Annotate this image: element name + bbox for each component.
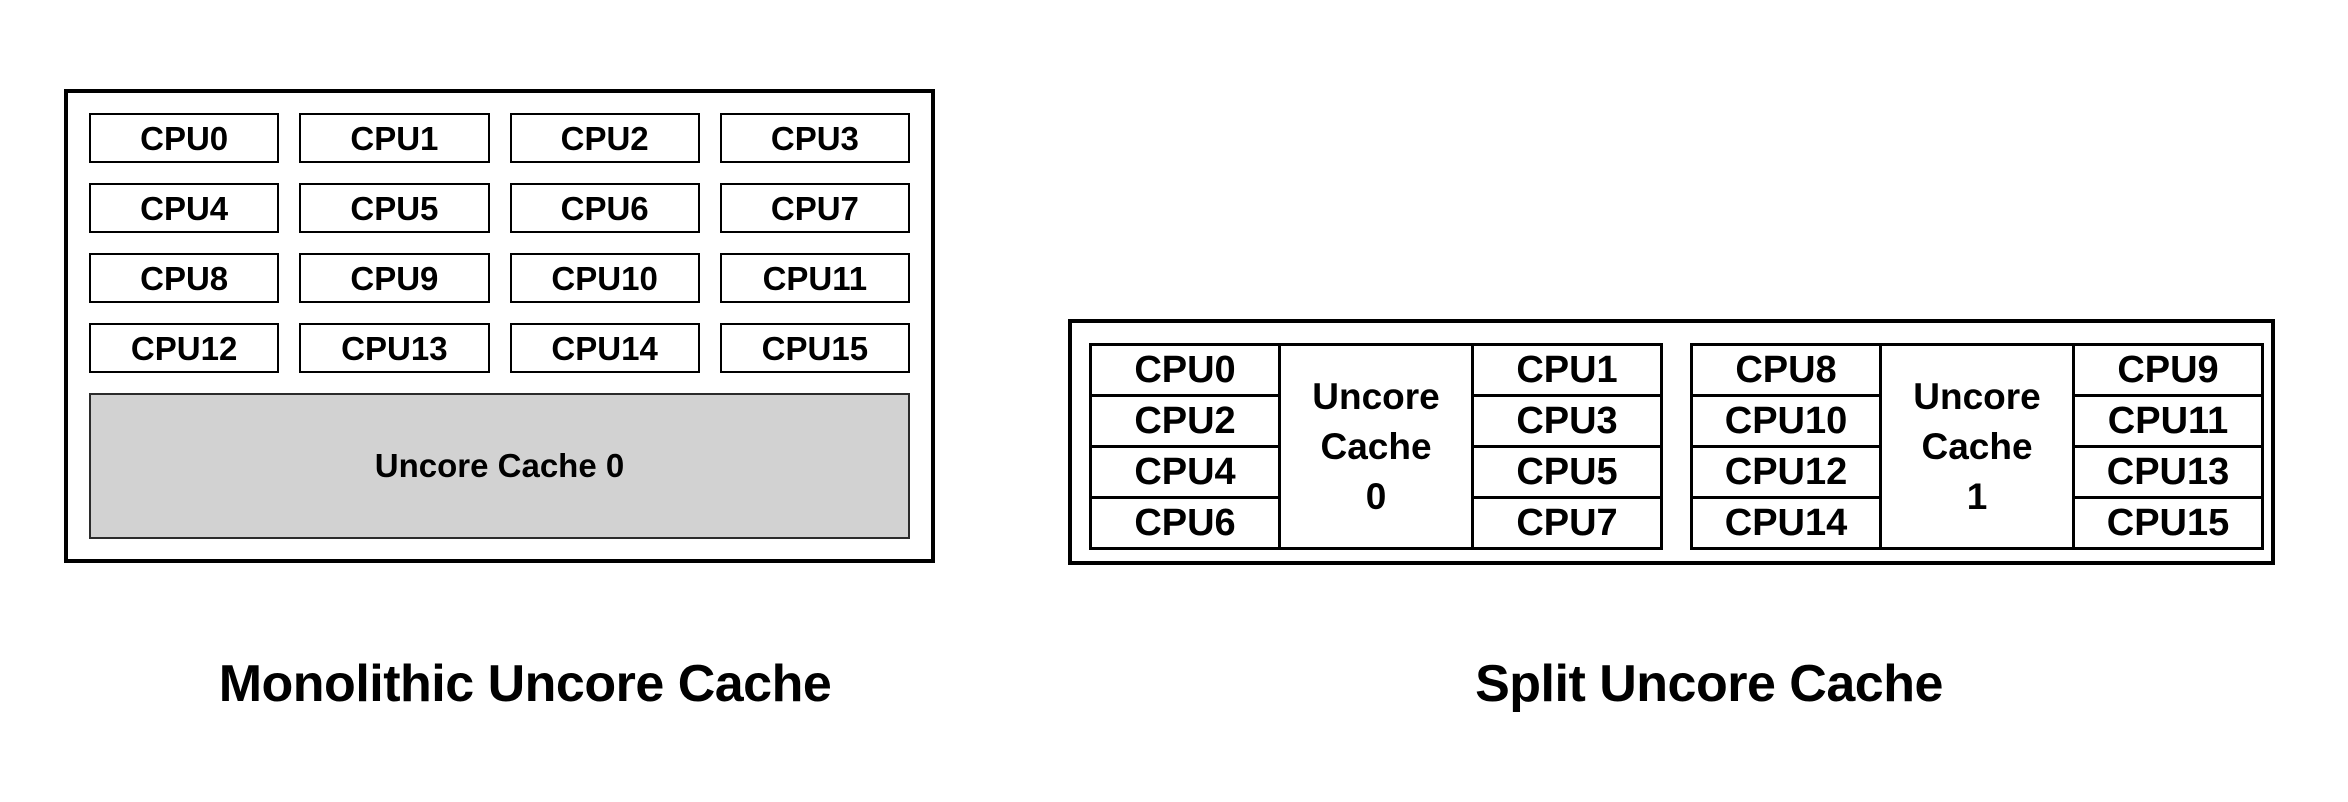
cpu-box: CPU12 bbox=[89, 323, 280, 373]
cpu-cell: CPU13 bbox=[2072, 445, 2264, 499]
uncore-cache-cell: Uncore Cache 1 bbox=[1879, 343, 2075, 550]
cpu-cell: CPU6 bbox=[1089, 496, 1281, 550]
cpu-box: CPU6 bbox=[509, 183, 700, 233]
cpu-cell: CPU14 bbox=[1690, 496, 1882, 550]
cpu-cell: CPU12 bbox=[1690, 445, 1882, 499]
cpu-cell: CPU0 bbox=[1089, 343, 1281, 397]
cache-label-line: Cache bbox=[1921, 425, 2033, 467]
cpu-box: CPU13 bbox=[299, 323, 490, 373]
cluster-row: CPU0 Uncore Cache 0 CPU1 bbox=[1089, 343, 1663, 550]
cache-label-line: Uncore bbox=[1913, 375, 2041, 417]
cluster-row: CPU12 CPU13 bbox=[1690, 445, 2264, 499]
cpu-box: CPU14 bbox=[509, 323, 700, 373]
cpu-cell: CPU8 bbox=[1690, 343, 1882, 397]
cpu-box: CPU9 bbox=[299, 253, 490, 303]
cpu-box: CPU15 bbox=[719, 323, 910, 373]
cluster-row: CPU2 CPU3 bbox=[1089, 394, 1663, 448]
cluster-row: CPU6 CPU7 bbox=[1089, 496, 1663, 550]
cache-label-line: Cache bbox=[1320, 425, 1432, 467]
monolithic-caption: Monolithic Uncore Cache bbox=[218, 655, 832, 713]
cpu-cell: CPU2 bbox=[1089, 394, 1281, 448]
cpu-cell: CPU4 bbox=[1089, 445, 1281, 499]
cluster-row: CPU10 CPU11 bbox=[1690, 394, 2264, 448]
cpu-cell: CPU1 bbox=[1471, 343, 1663, 397]
split-cluster-1: CPU8 Uncore Cache 1 CPU9 CPU10 CPU11 CPU… bbox=[1690, 343, 2264, 550]
monolithic-diagram: CPU0 CPU1 CPU2 CPU3 CPU4 CPU5 CPU6 CPU7 … bbox=[64, 89, 935, 563]
cpu-box: CPU7 bbox=[719, 183, 910, 233]
cpu-box: CPU1 bbox=[299, 113, 490, 163]
cpu-box: CPU0 bbox=[89, 113, 280, 163]
cluster-row: CPU8 Uncore Cache 1 CPU9 bbox=[1690, 343, 2264, 550]
uncore-cache-cell: Uncore Cache 0 bbox=[1278, 343, 1474, 550]
monolithic-cpu-grid: CPU0 CPU1 CPU2 CPU3 CPU4 CPU5 CPU6 CPU7 … bbox=[89, 113, 910, 373]
split-caption: Split Uncore Cache bbox=[1475, 655, 1943, 713]
cache-label-line: Uncore bbox=[1312, 375, 1440, 417]
cpu-box: CPU8 bbox=[89, 253, 280, 303]
cpu-box: CPU3 bbox=[719, 113, 910, 163]
cpu-cell: CPU11 bbox=[2072, 394, 2264, 448]
split-cluster-0: CPU0 Uncore Cache 0 CPU1 CPU2 CPU3 CPU4 … bbox=[1089, 343, 1663, 550]
cpu-cell: CPU7 bbox=[1471, 496, 1663, 550]
cache-label-line: 1 bbox=[1966, 475, 1988, 517]
split-diagram: CPU0 Uncore Cache 0 CPU1 CPU2 CPU3 CPU4 … bbox=[1068, 319, 2275, 565]
cpu-cell: CPU10 bbox=[1690, 394, 1882, 448]
cpu-cell: CPU5 bbox=[1471, 445, 1663, 499]
cluster-row: CPU4 CPU5 bbox=[1089, 445, 1663, 499]
cpu-box: CPU4 bbox=[89, 183, 280, 233]
uncore-cache-0-box: Uncore Cache 0 bbox=[89, 393, 910, 539]
cpu-box: CPU2 bbox=[509, 113, 700, 163]
cpu-box: CPU11 bbox=[719, 253, 910, 303]
cpu-cell: CPU3 bbox=[1471, 394, 1663, 448]
cache-label-line: 0 bbox=[1365, 475, 1387, 517]
cpu-box: CPU5 bbox=[299, 183, 490, 233]
cluster-row: CPU14 CPU15 bbox=[1690, 496, 2264, 550]
cpu-cell: CPU9 bbox=[2072, 343, 2264, 397]
cpu-cell: CPU15 bbox=[2072, 496, 2264, 550]
cpu-box: CPU10 bbox=[509, 253, 700, 303]
